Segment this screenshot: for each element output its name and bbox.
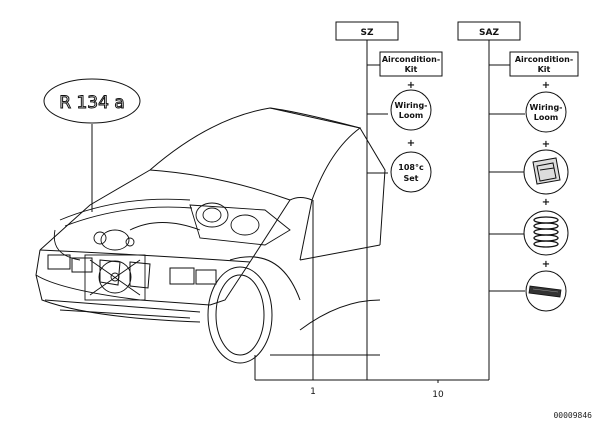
sz-aircondition-kit-box [379,51,443,77]
group-sz-callout: 1 [310,387,316,397]
saz-aircondition-kit-box [509,51,579,77]
document-number: 00009846 [553,411,592,420]
sz-kit-line1: Aircondition- [382,55,440,64]
coil-spring-icon [533,216,559,248]
sz-plus-2: + [407,138,415,149]
group-sz-header: SZ [360,28,373,38]
sz-wiring-loom-circle [390,89,432,131]
group-saz: SAZ 10 Aircondition- Kit + Wiring- Loom … [367,21,579,400]
sz-set-line1: 108°c [398,163,424,172]
saz-kit-line1: Aircondition- [515,55,573,64]
sz-plus-1: + [407,80,415,91]
saz-plus-1: + [542,80,550,91]
engine-components [53,198,291,301]
saz-loom-line1: Wiring- [530,103,563,112]
saz-plus-2: + [542,139,550,150]
saz-wiring-loom-circle [525,91,567,133]
group-saz-callout: 10 [432,390,444,400]
group-sz: SZ 1 Aircondition- Kit + Wiring- Loom + … [255,21,443,397]
saz-loom-line2: Loom [534,113,558,122]
saz-kit-line2: Kit [538,65,551,74]
filter-drier-icon [532,157,561,185]
sz-set-circle [390,151,432,193]
sz-loom-line2: Loom [399,111,423,120]
saz-plus-3: + [542,197,550,208]
group-saz-header: SAZ [479,28,499,38]
cable-strip-icon [528,285,562,298]
sz-set-line2: Set [403,174,418,183]
car-illustration [35,107,386,364]
refrigerant-label: R 134 a [59,93,125,113]
sz-loom-line1: Wiring- [395,101,428,110]
sz-kit-line2: Kit [405,65,418,74]
refrigerant-badge: R 134 a [43,78,141,212]
saz-plus-4: + [542,259,550,270]
